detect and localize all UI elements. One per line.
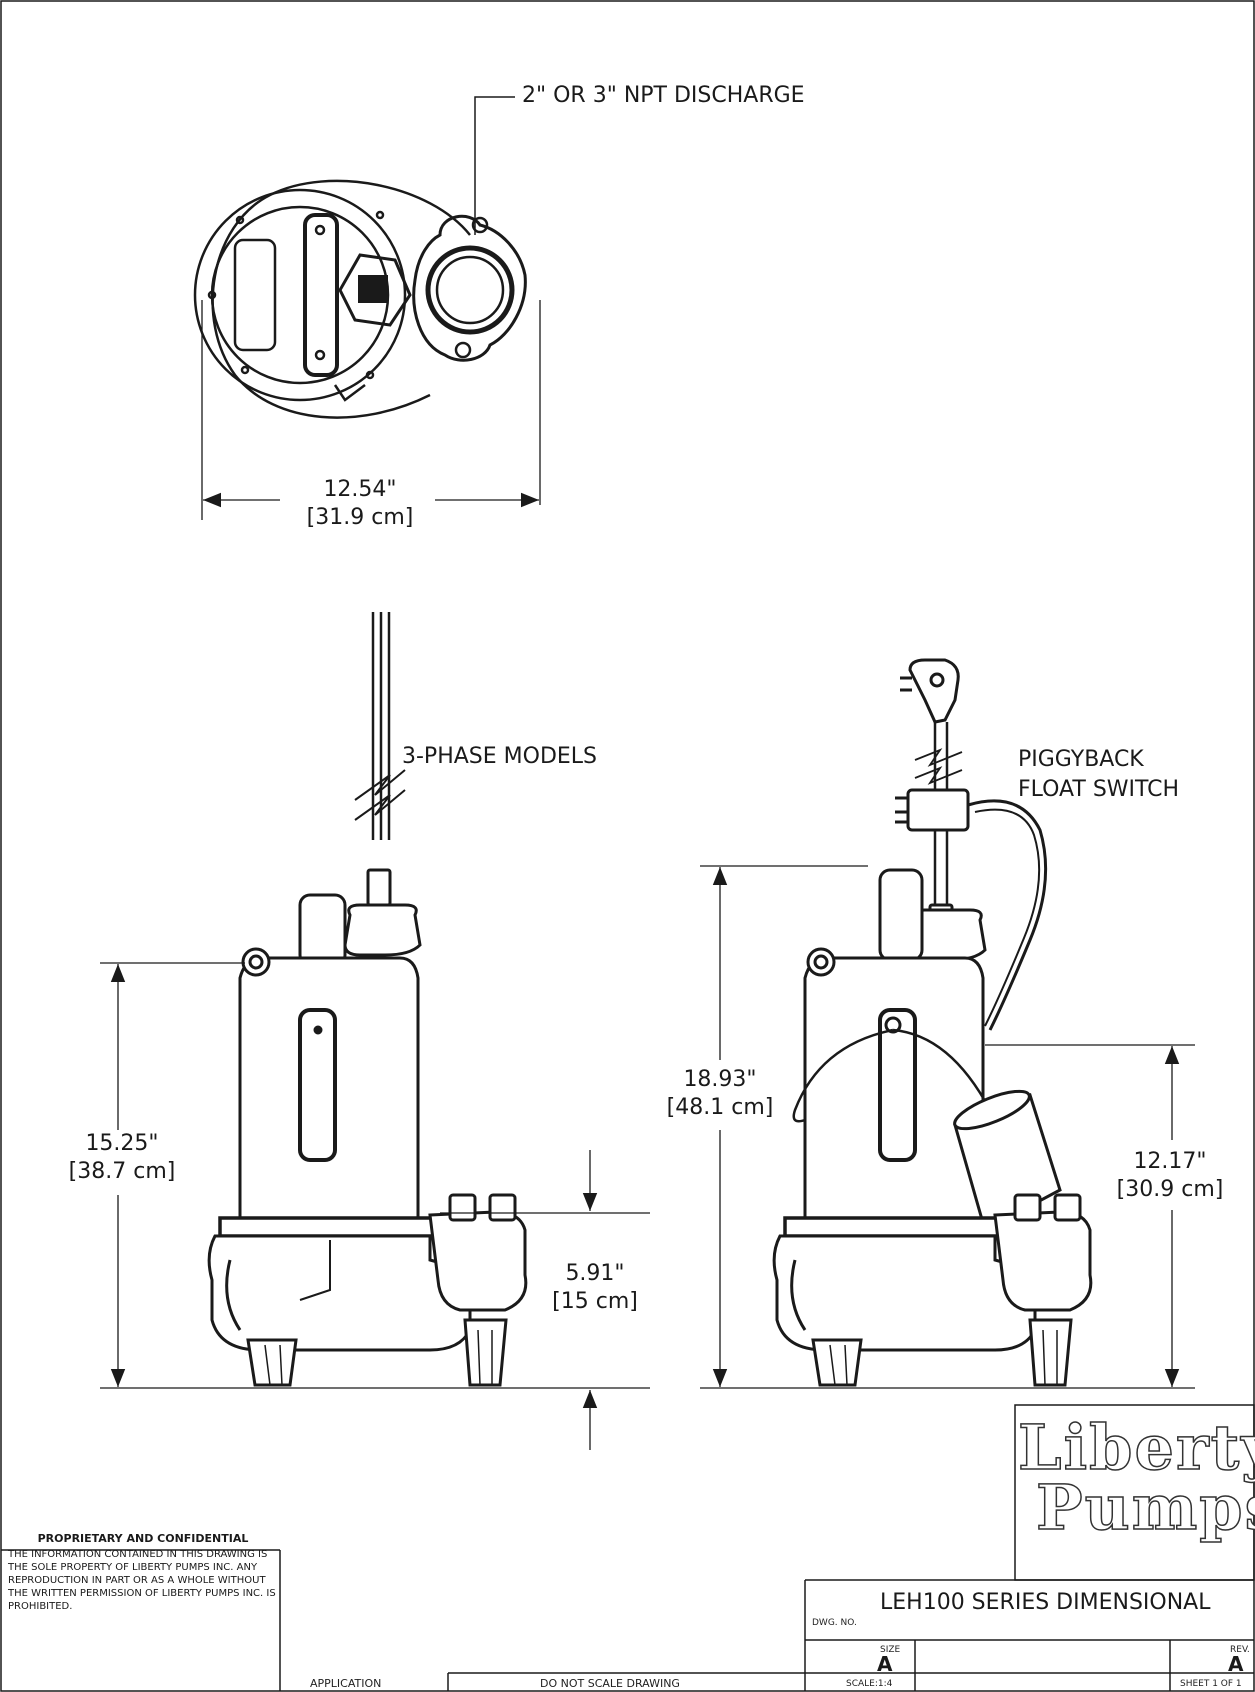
drawing-title: LEH100 SERIES DIMENSIONAL — [880, 1590, 1211, 1615]
rev-value: A — [1228, 1652, 1244, 1676]
height-right-cm: [48.1 cm] — [666, 1095, 774, 1120]
size-value: A — [877, 1652, 893, 1676]
discharge-height-cm: [15 cm] — [552, 1289, 638, 1314]
size-label: SIZE — [880, 1645, 901, 1655]
right-front-pump — [772, 658, 1093, 1387]
scale-value: SCALE:1:4 — [846, 1679, 893, 1689]
width-dimension-cm: [31.9 cm] — [306, 505, 414, 530]
top-width-dimension — [201, 300, 541, 520]
float-height-cm: [30.9 cm] — [1116, 1177, 1224, 1202]
discharge-label: 2" OR 3" NPT DISCHARGE — [522, 83, 805, 108]
piggyback-label-1: PIGGYBACK — [1018, 747, 1144, 772]
width-dimension-in: 12.54" — [323, 477, 397, 502]
logo-line-1: Liberty — [1017, 1411, 1255, 1484]
height-left-in: 15.25" — [85, 1131, 159, 1156]
application-label: APPLICATION — [310, 1677, 382, 1690]
confidential-heading: PROPRIETARY AND CONFIDENTIAL — [37, 1532, 249, 1545]
confidential-notice: PROPRIETARY AND CONFIDENTIAL THE INFORMA… — [8, 1532, 278, 1613]
dwg-no-label: DWG. NO. — [812, 1618, 857, 1628]
height-right-in: 18.93" — [683, 1067, 757, 1092]
left-front-pump — [207, 612, 528, 1387]
discharge-height-in: 5.91" — [565, 1261, 625, 1286]
confidential-body: THE INFORMATION CONTAINED IN THIS DRAWIN… — [8, 1549, 276, 1612]
rev-label: REV. — [1230, 1645, 1250, 1655]
discharge-leader — [474, 96, 515, 235]
title-block-lines — [1, 1404, 1255, 1691]
no-scale-label: DO NOT SCALE DRAWING — [540, 1677, 680, 1690]
top-view-pump — [193, 179, 527, 419]
sheet-value: SHEET 1 OF 1 — [1180, 1679, 1242, 1689]
three-phase-label: 3-PHASE MODELS — [402, 744, 598, 769]
liberty-pumps-logo: Liberty Pumps — [1017, 1411, 1255, 1544]
height-left-cm: [38.7 cm] — [68, 1159, 176, 1184]
right-dimension-lines — [700, 865, 1195, 1389]
piggyback-label-2: FLOAT SWITCH — [1018, 777, 1180, 802]
logo-line-2: Pumps — [1035, 1471, 1255, 1544]
left-dimension-lines — [100, 962, 650, 1450]
float-height-in: 12.17" — [1133, 1149, 1207, 1174]
